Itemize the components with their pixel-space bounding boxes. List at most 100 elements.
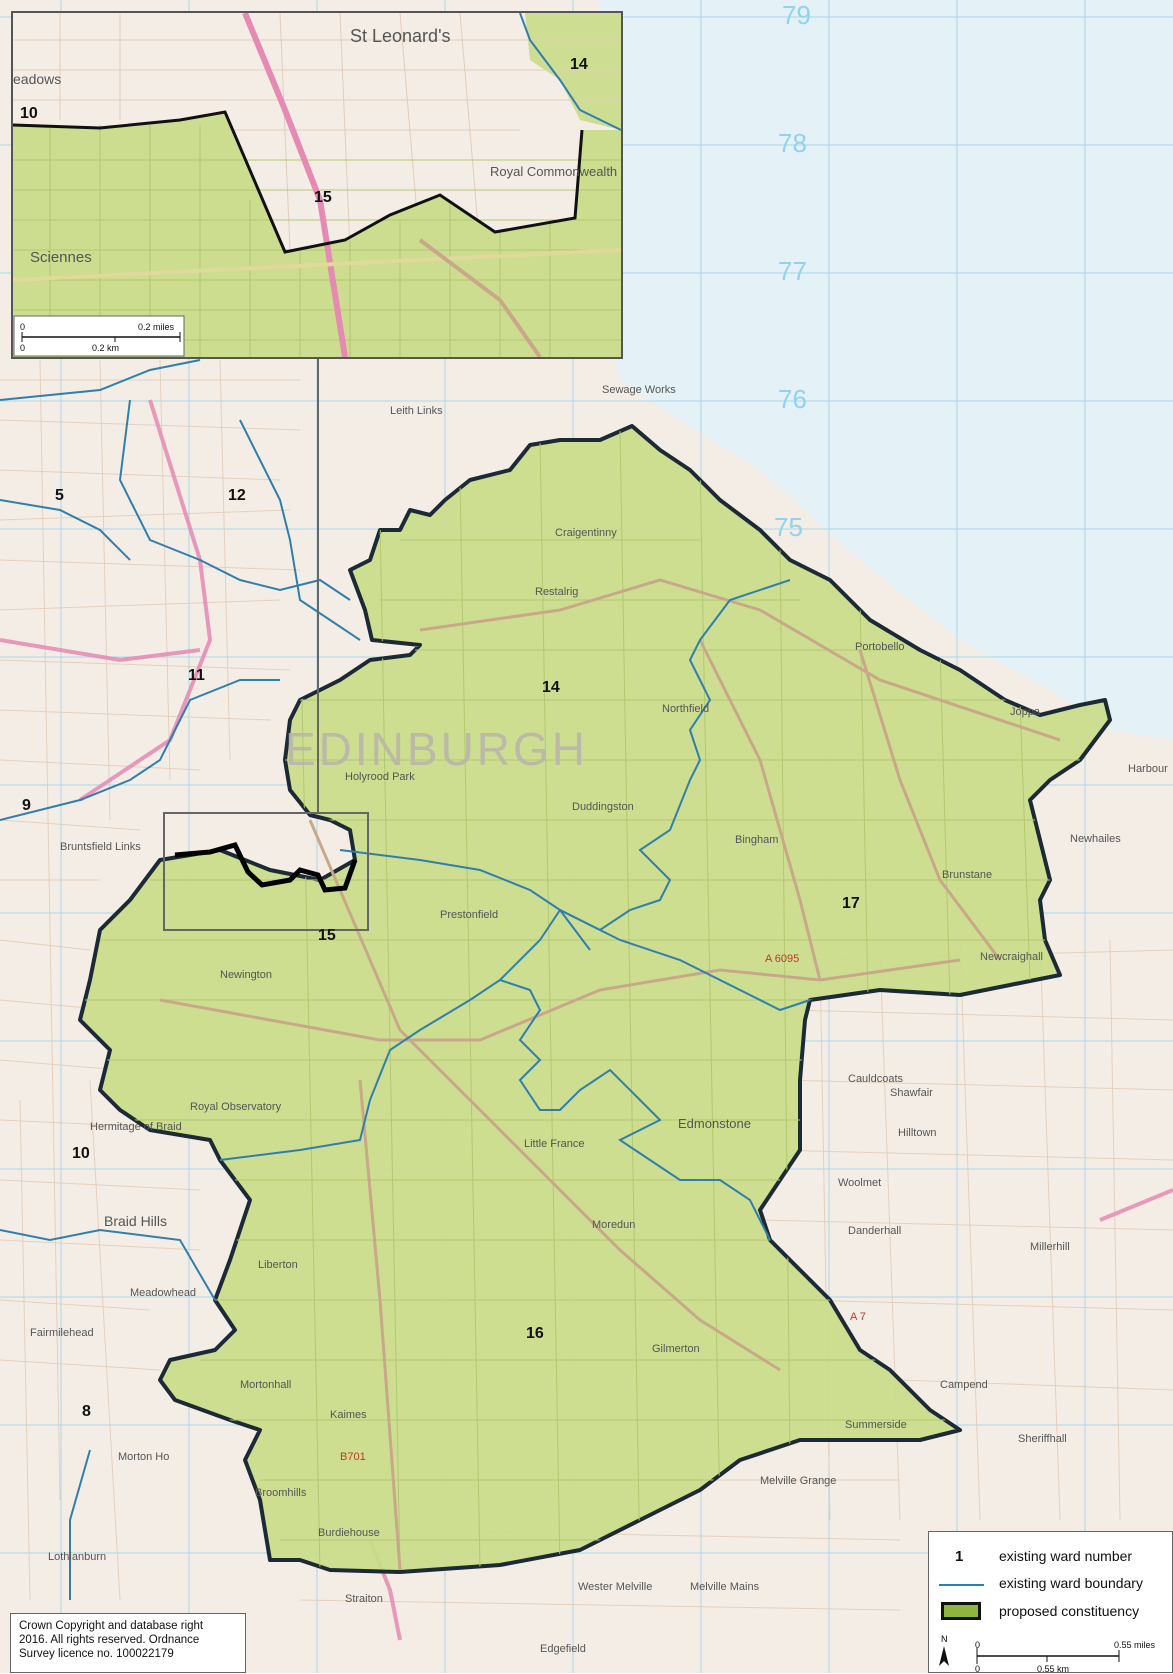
place-kaimes: Kaimes	[330, 1409, 367, 1421]
legend-ward-number-label: existing ward number	[999, 1548, 1133, 1564]
inset-scale-zero-miles: 0	[20, 322, 25, 332]
place-meadowhead: Meadowhead	[130, 1287, 196, 1299]
ward-number-10: 10	[72, 1145, 90, 1162]
place-newington: Newington	[220, 969, 272, 981]
place-sheriffhall: Sheriffhall	[1018, 1433, 1067, 1445]
ward-number-11: 11	[188, 667, 205, 684]
ward-number-5: 5	[55, 487, 64, 504]
copyright-notice: Crown Copyright and database right 2016.…	[10, 1613, 246, 1673]
place-edgefield: Edgefield	[540, 1643, 586, 1655]
grid-number-75: 75	[774, 512, 803, 542]
inset-place-royal-commonwealth-pool: Royal Commonwealth Pool	[490, 164, 647, 179]
road-a7: A 7	[850, 1311, 866, 1323]
ward-15-highlight-boundary	[174, 842, 358, 893]
place-leith-links: Leith Links	[390, 405, 443, 417]
legend-scale-zero-km: 0	[975, 1664, 980, 1674]
inset-ward-number-14: 14	[570, 56, 588, 73]
proposed-constituency-area	[78, 424, 1112, 1574]
place-little-france: Little France	[524, 1138, 585, 1150]
secondary-roads	[159, 578, 1061, 1571]
place-bruntsfield-links: Bruntsfield Links	[60, 841, 141, 853]
ward-number-16: 16	[526, 1325, 544, 1342]
grid-number-77: 77	[778, 256, 807, 286]
ward-number-15: 15	[318, 927, 336, 944]
ward-number-14: 14	[542, 679, 560, 696]
inset-map: St Leonard's eadows Sciennes Royal Commo…	[11, 11, 647, 359]
place-burdiehouse: Burdiehouse	[318, 1527, 380, 1539]
place-gilmerton: Gilmerton	[652, 1343, 700, 1355]
place-duddingston: Duddingston	[572, 801, 634, 813]
legend-constituency-label: proposed constituency	[999, 1603, 1140, 1619]
place-bingham: Bingham	[735, 834, 778, 846]
inset-place-meadows: eadows	[13, 71, 61, 87]
copyright-line-1: Crown Copyright and database right	[19, 1620, 204, 1632]
place-newcraighall: Newcraighall	[980, 951, 1043, 963]
north-arrow-icon	[939, 1646, 949, 1666]
inset-place-st-leonards: St Leonard's	[350, 26, 451, 46]
ward-number-9: 9	[22, 797, 31, 814]
grid-number-79: 79	[782, 0, 811, 30]
place-mortonhall: Mortonhall	[240, 1379, 291, 1391]
legend-ward-boundary-label: existing ward boundary	[999, 1575, 1143, 1591]
inset-ward-number-10: 10	[20, 105, 38, 122]
place-labels: Sewage Works Leith Links Portobello Jopp…	[30, 384, 1168, 1655]
inset-scale-miles: 0.2 miles	[138, 322, 175, 332]
place-morton-ho: Morton Ho	[118, 1451, 169, 1463]
inset-place-sciennes: Sciennes	[30, 249, 92, 266]
place-melville-mains: Melville Mains	[690, 1581, 760, 1593]
ward-number-12: 12	[228, 487, 246, 504]
city-label: EDINBURGH	[285, 723, 588, 775]
place-lothianburn: Lothianburn	[48, 1551, 106, 1563]
sea-area	[600, 0, 1173, 740]
road-b701: B701	[340, 1451, 366, 1463]
legend-scale-miles: 0.55 miles	[1114, 1640, 1156, 1650]
map-legend: 1 existing ward number existing ward bou…	[928, 1531, 1173, 1674]
inset-scale-km: 0.2 km	[92, 343, 119, 353]
place-liberton: Liberton	[258, 1259, 298, 1271]
place-harbour: Harbour	[1128, 763, 1168, 775]
legend-constituency-swatch	[941, 1602, 981, 1620]
grid-number-78: 78	[778, 128, 807, 158]
ward-number-labels: 5 12 11 9 14 15 17 10 16 8	[22, 487, 860, 1420]
place-newhailes: Newhailes	[1070, 833, 1121, 845]
place-summerside: Summerside	[845, 1419, 907, 1431]
place-craigentinny: Craigentinny	[555, 527, 617, 539]
legend-ward-boundary-swatch	[939, 1584, 984, 1586]
place-portobello: Portobello	[855, 641, 905, 653]
legend-scale-north: N 0 0.55 miles 0 0.55 km	[939, 1634, 1156, 1674]
place-northfield: Northfield	[662, 703, 709, 715]
grid-number-76: 76	[778, 384, 807, 414]
copyright-line-2: 2016. All rights reserved. Ordnance	[19, 1634, 200, 1646]
legend-scale-zero-miles: 0	[975, 1640, 980, 1650]
ward-number-17: 17	[842, 895, 860, 912]
place-danderhall: Danderhall	[848, 1225, 901, 1237]
north-label: N	[941, 1634, 948, 1644]
place-broomhills: Broomhills	[255, 1487, 307, 1499]
legend-scale-km: 0.55 km	[1037, 1664, 1069, 1674]
place-cauldcoats: Cauldcoats	[848, 1073, 904, 1085]
place-straiton: Straiton	[345, 1593, 383, 1605]
place-hilltown: Hilltown	[898, 1127, 937, 1139]
place-wester-melville: Wester Melville	[578, 1581, 652, 1593]
place-royal-observatory: Royal Observatory	[190, 1101, 282, 1113]
place-sewage-works: Sewage Works	[602, 384, 676, 396]
place-hermitage-of-braid: Hermitage of Braid	[90, 1121, 182, 1133]
ward-boundaries	[0, 359, 811, 1600]
place-holyrood-park: Holyrood Park	[345, 771, 415, 783]
place-joppa: Joppa	[1010, 706, 1041, 718]
place-moredun: Moredun	[592, 1219, 635, 1231]
place-fairmilehead: Fairmilehead	[30, 1327, 94, 1339]
copyright-line-3: Survey licence no. 100022179	[19, 1648, 174, 1660]
place-brunstane: Brunstane	[942, 869, 992, 881]
place-edmonstone: Edmonstone	[678, 1116, 751, 1131]
place-restalrig: Restalrig	[535, 586, 578, 598]
inset-scale-zero-km: 0	[20, 343, 25, 353]
place-millerhill: Millerhill	[1030, 1241, 1070, 1253]
place-prestonfield: Prestonfield	[440, 909, 498, 921]
street-texture	[0, 359, 1173, 1611]
place-shawfair: Shawfair	[890, 1087, 933, 1099]
legend-ward-number-sample: 1	[955, 1548, 964, 1565]
place-braid-hills: Braid Hills	[104, 1213, 167, 1229]
